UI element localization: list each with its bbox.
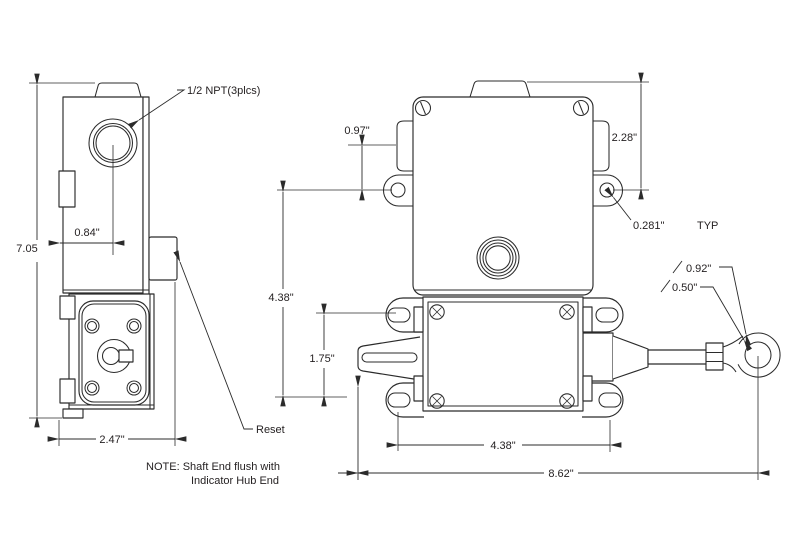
depth-dim-label: 2.47" (99, 434, 124, 446)
note-line-2: Indicator Hub End (191, 475, 279, 487)
npt-callout: 1/2 NPT(3plcs) (127, 85, 260, 129)
top-offset-dim-label: 2.28" (612, 132, 637, 144)
mount-ear-left-hole (390, 182, 406, 198)
shaft-hub (96, 338, 134, 374)
eye-ring (722, 332, 781, 378)
eye-inner-diameter-label: 0.50" (672, 282, 697, 294)
vertical-span-dim-label: 4.38" (268, 292, 293, 304)
left-base-foot (62, 408, 84, 419)
cable-entry-bracket (357, 336, 421, 381)
drawing-note: NOTE: Shaft End flush with Indicator Hub… (146, 461, 280, 487)
eye-inner-callout: 0.50" (660, 279, 753, 352)
typ-label: TYP (697, 220, 718, 232)
terminal-box-screws (429, 304, 575, 409)
eye-outer-callout: 0.92" (672, 260, 752, 346)
vertical-span-dimension: 4.38" (268, 180, 347, 407)
eye-outer-diameter-label: 0.92" (686, 263, 711, 275)
mount-ear-right-hole (599, 182, 615, 198)
reset-leader-label: Reset (256, 424, 285, 436)
bottom-span-dimension: 4.38" (386, 412, 622, 452)
front-view-dimensions: 0.97" 2.28" 0.281" TYP 4.38" 1.75" (268, 72, 770, 480)
reset-ear (148, 236, 178, 281)
top-offset-dimension: 2.28" (527, 72, 649, 200)
hinge-bumps (413, 306, 593, 402)
front-main-body (412, 96, 594, 296)
left-side-tab-1 (58, 170, 76, 208)
bottom-span-dim-label: 4.38" (490, 440, 515, 452)
slot-offset-dimension: 1.75" (309, 303, 396, 407)
tab-offset-dimension: 0.97" (344, 125, 396, 201)
depth-dimension: 2.47" (47, 282, 187, 446)
slot-offset-dim-label: 1.75" (309, 353, 334, 365)
rod-taper (612, 335, 649, 380)
diameter-symbol (672, 260, 683, 274)
diameter-symbol (660, 279, 671, 293)
front-side-tab-left (396, 120, 413, 172)
height-dim-label: 7.05 (16, 243, 37, 255)
terminal-box (422, 296, 584, 412)
left-side-tab-2 (59, 295, 76, 320)
rod-block (582, 332, 614, 382)
left-side-tab-3 (59, 378, 76, 404)
rod-shaft (647, 349, 709, 365)
npt-leader-label: 1/2 NPT(3plcs) (187, 85, 260, 97)
cover-screw-right (572, 99, 590, 117)
flange-bolt-holes (84, 318, 142, 396)
front-view (357, 80, 781, 418)
cover-screw-left (414, 99, 432, 117)
hub-key (118, 349, 134, 363)
left-side-view (58, 82, 178, 419)
front-top-bump (469, 80, 531, 98)
mount-ear-right (593, 174, 623, 207)
ear-hole-callout: 0.281" TYP (604, 186, 718, 232)
reset-callout: Reset (173, 250, 285, 436)
left-face-plate (142, 96, 150, 297)
ear-hole-diameter-label: 0.281" (633, 220, 665, 232)
overall-width-dim-label: 8.62" (548, 468, 573, 480)
port-offset-dim-label: 0.84" (74, 227, 99, 239)
pull-rod-assembly (582, 332, 781, 382)
note-line-1: NOTE: Shaft End flush with (146, 461, 280, 473)
height-dimension: 7.05 (16, 73, 95, 428)
tab-offset-dim-label: 0.97" (344, 125, 369, 137)
hex-nut (705, 342, 724, 371)
center-boss (476, 236, 520, 280)
front-side-tab-right (593, 120, 610, 172)
left-view-dimensions: 7.05 0.84" 2.47" 1/2 NPT(3plcs) Reset NO… (16, 73, 285, 487)
overall-width-dimension: 8.62" (338, 356, 770, 480)
left-switch-housing (68, 293, 155, 410)
mount-ear-left (383, 174, 413, 207)
left-top-bump (94, 82, 142, 98)
port-offset-dimension: 0.84" (48, 227, 125, 246)
npt-port (88, 118, 138, 255)
